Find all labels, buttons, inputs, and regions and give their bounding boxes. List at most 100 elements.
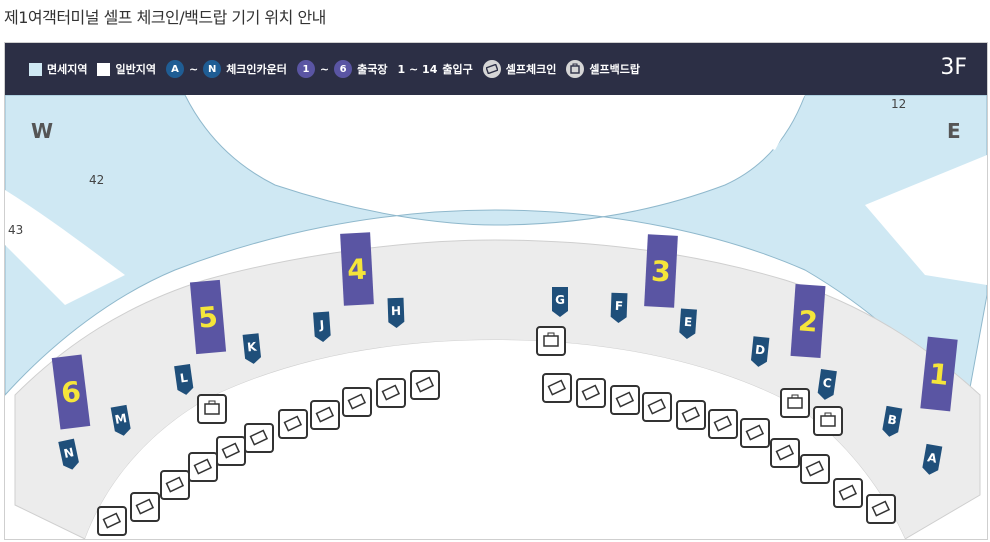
- departure-number: 5: [197, 300, 219, 335]
- counter-F: F: [610, 292, 628, 323]
- legend-duty-free: 면세지역: [29, 61, 87, 77]
- counter-marker-shape: [882, 405, 903, 437]
- self-checkin-icon: [310, 400, 340, 430]
- counter-marker-shape: [242, 333, 262, 364]
- self-checkin-icon: [542, 373, 572, 403]
- departure-2: 2: [790, 284, 826, 358]
- self-bagdrop-icon: [566, 60, 585, 78]
- entrance-range: 1 ~ 14: [397, 62, 438, 76]
- departure-1: 1: [920, 336, 958, 412]
- legend-counters: A ~ N 체크인카운터: [165, 60, 287, 78]
- counter-marker-shape: [174, 364, 194, 395]
- counter-letter: A: [926, 450, 938, 466]
- self-checkin-icon: [130, 492, 160, 522]
- counter-tilde: ~: [188, 62, 199, 76]
- departure-label: 출국장: [357, 63, 388, 76]
- departure-marker-shape: [51, 354, 91, 430]
- departure-3: 3: [644, 234, 678, 308]
- counter-to-badge: N: [203, 60, 222, 78]
- departure-5: 5: [189, 279, 227, 355]
- general-area-swatch: [97, 62, 111, 76]
- self-checkin-icon: [576, 378, 606, 408]
- counter-from-badge: A: [165, 60, 184, 78]
- terminal-map: 면세지역 일반지역 A ~ N 체크인카운터 1 ~ 6 출국장 1 ~ 14 …: [4, 42, 988, 540]
- general-area: [85, 340, 905, 539]
- counter-marker-shape: [313, 311, 331, 342]
- self-checkin-icon: [188, 452, 218, 482]
- counter-letter: D: [754, 343, 765, 358]
- departure-marker-shape: [920, 336, 958, 412]
- self-checkin-icon: [216, 436, 246, 466]
- counter-B: B: [882, 405, 903, 437]
- departure-number: 4: [346, 253, 367, 287]
- counter-marker-shape: [750, 336, 770, 367]
- pier-shape: [265, 95, 805, 150]
- self-checkin-icon: [708, 409, 738, 439]
- counter-letter: G: [555, 293, 565, 307]
- self-bagdrop-icon: [813, 406, 843, 436]
- counter-letter: K: [247, 339, 258, 354]
- legend-general: 일반지역: [97, 61, 156, 77]
- departure-tilde: ~: [319, 62, 330, 76]
- self-checkin-icon: [833, 478, 863, 508]
- counter-marker-shape: [110, 404, 131, 436]
- self-checkin-icon: [610, 385, 640, 415]
- legend-entrances: 1 ~ 14 출입구: [398, 61, 473, 77]
- entrance-label: 출입구: [442, 63, 473, 76]
- self-checkin-icon: [482, 60, 501, 78]
- departure-number: 3: [650, 255, 671, 289]
- counter-letter: H: [391, 304, 402, 318]
- self-checkin-icon: [642, 392, 672, 422]
- self-checkin-icon: [866, 494, 896, 524]
- self-checkin-icon: [160, 470, 190, 500]
- self-checkin-icon: [676, 400, 706, 430]
- counter-H: H: [387, 297, 405, 328]
- pier-shape: [5, 190, 125, 305]
- counter-marker-shape: [679, 308, 697, 339]
- counter-E: E: [679, 308, 697, 339]
- self-bagdrop-icon: [780, 388, 810, 418]
- counter-markers: A B C D E F G H J K L M N: [58, 287, 943, 475]
- legend: 면세지역 일반지역 A ~ N 체크인카운터 1 ~ 6 출국장 1 ~ 14 …: [29, 60, 640, 78]
- counter-letter: J: [318, 318, 324, 332]
- counter-G: G: [552, 287, 568, 317]
- gate-label: 43: [8, 223, 24, 237]
- counter-marker-shape: [58, 438, 79, 470]
- page-title: 제1여객터미널 셀프 체크인/백드랍 기기 위치 안내: [4, 8, 326, 27]
- self-checkin-icon: [800, 454, 830, 484]
- counter-marker-shape: [552, 287, 568, 317]
- departure-4: 4: [340, 232, 374, 306]
- counter-K: K: [242, 333, 262, 364]
- kiosk-markers: [97, 326, 896, 536]
- self-bagdrop-icon: [197, 394, 227, 424]
- counter-J: J: [313, 311, 331, 342]
- gate-label: 42: [89, 173, 105, 187]
- counter-L: L: [174, 364, 194, 395]
- counter-marker-shape: [387, 297, 405, 328]
- self-checkin-icon: [740, 418, 770, 448]
- counter-M: M: [110, 404, 131, 436]
- departure-marker-shape: [189, 279, 227, 355]
- duty-free-label: 면세지역: [47, 63, 88, 76]
- departure-from-badge: 1: [296, 60, 315, 78]
- counter-N: N: [58, 438, 79, 470]
- self-checkin-icon: [770, 438, 800, 468]
- departure-marker-shape: [340, 232, 374, 306]
- counter-marker-shape: [610, 292, 628, 323]
- counter-letter: E: [683, 315, 692, 330]
- departure-to-badge: 6: [334, 60, 353, 78]
- counter-C: C: [817, 369, 837, 400]
- counter-marker-shape: [922, 443, 943, 475]
- counter-letter: N: [62, 445, 75, 461]
- departure-number: 1: [928, 357, 951, 392]
- self-checkin-icon: [97, 506, 127, 536]
- general-area-label: 일반지역: [115, 63, 156, 76]
- pier-shape: [865, 155, 987, 285]
- counter-A: A: [922, 443, 943, 475]
- self-checkin-label: 셀프체크인: [505, 63, 557, 76]
- counter-letter: B: [886, 412, 897, 427]
- gate-label: 12: [891, 97, 907, 111]
- departure-marker-shape: [790, 284, 826, 358]
